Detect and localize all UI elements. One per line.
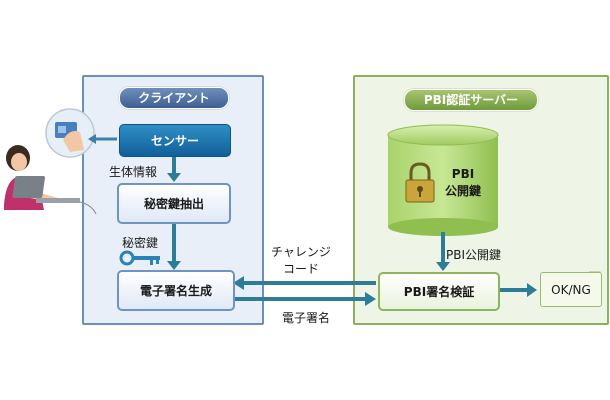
key-icon [119, 250, 160, 266]
database-label: PBI 公開鍵 [443, 166, 483, 200]
extract-label: 秘密鍵抽出 [143, 197, 204, 211]
database-label-line1: PBI [451, 167, 475, 181]
biometric-label: 生体情報 [109, 165, 158, 179]
sign-label: 電子署名生成 [139, 284, 212, 298]
result-label: OK/NG [551, 282, 591, 297]
challenge-line2: コード [282, 262, 319, 276]
private-key-extraction-box: 秘密鍵抽出 [117, 183, 231, 224]
user-at-laptop-illustration [4, 145, 97, 215]
signature-verification-box: PBI署名検証 [378, 272, 500, 311]
padlock-icon [405, 162, 435, 203]
challenge-code-label: チャレンジ コード [271, 244, 331, 278]
private-key-label: 秘密鍵 [122, 236, 159, 250]
result-box: OK/NG [540, 272, 602, 307]
fingerprint-sensor-icon [45, 108, 95, 158]
client-title: クライアント [119, 87, 229, 109]
verify-label: PBI署名検証 [403, 285, 475, 299]
sensor-label: センサー [150, 134, 199, 148]
server-title: PBI認証サーバー [404, 89, 538, 111]
challenge-line1: チャレンジ [271, 245, 331, 259]
signature-label: 電子署名 [282, 311, 331, 325]
public-key-label: PBI公開鍵 [446, 248, 502, 262]
sensor-box: センサー [119, 124, 231, 157]
database-label-line2: 公開鍵 [444, 184, 481, 198]
signature-generation-box: 電子署名生成 [117, 270, 235, 311]
